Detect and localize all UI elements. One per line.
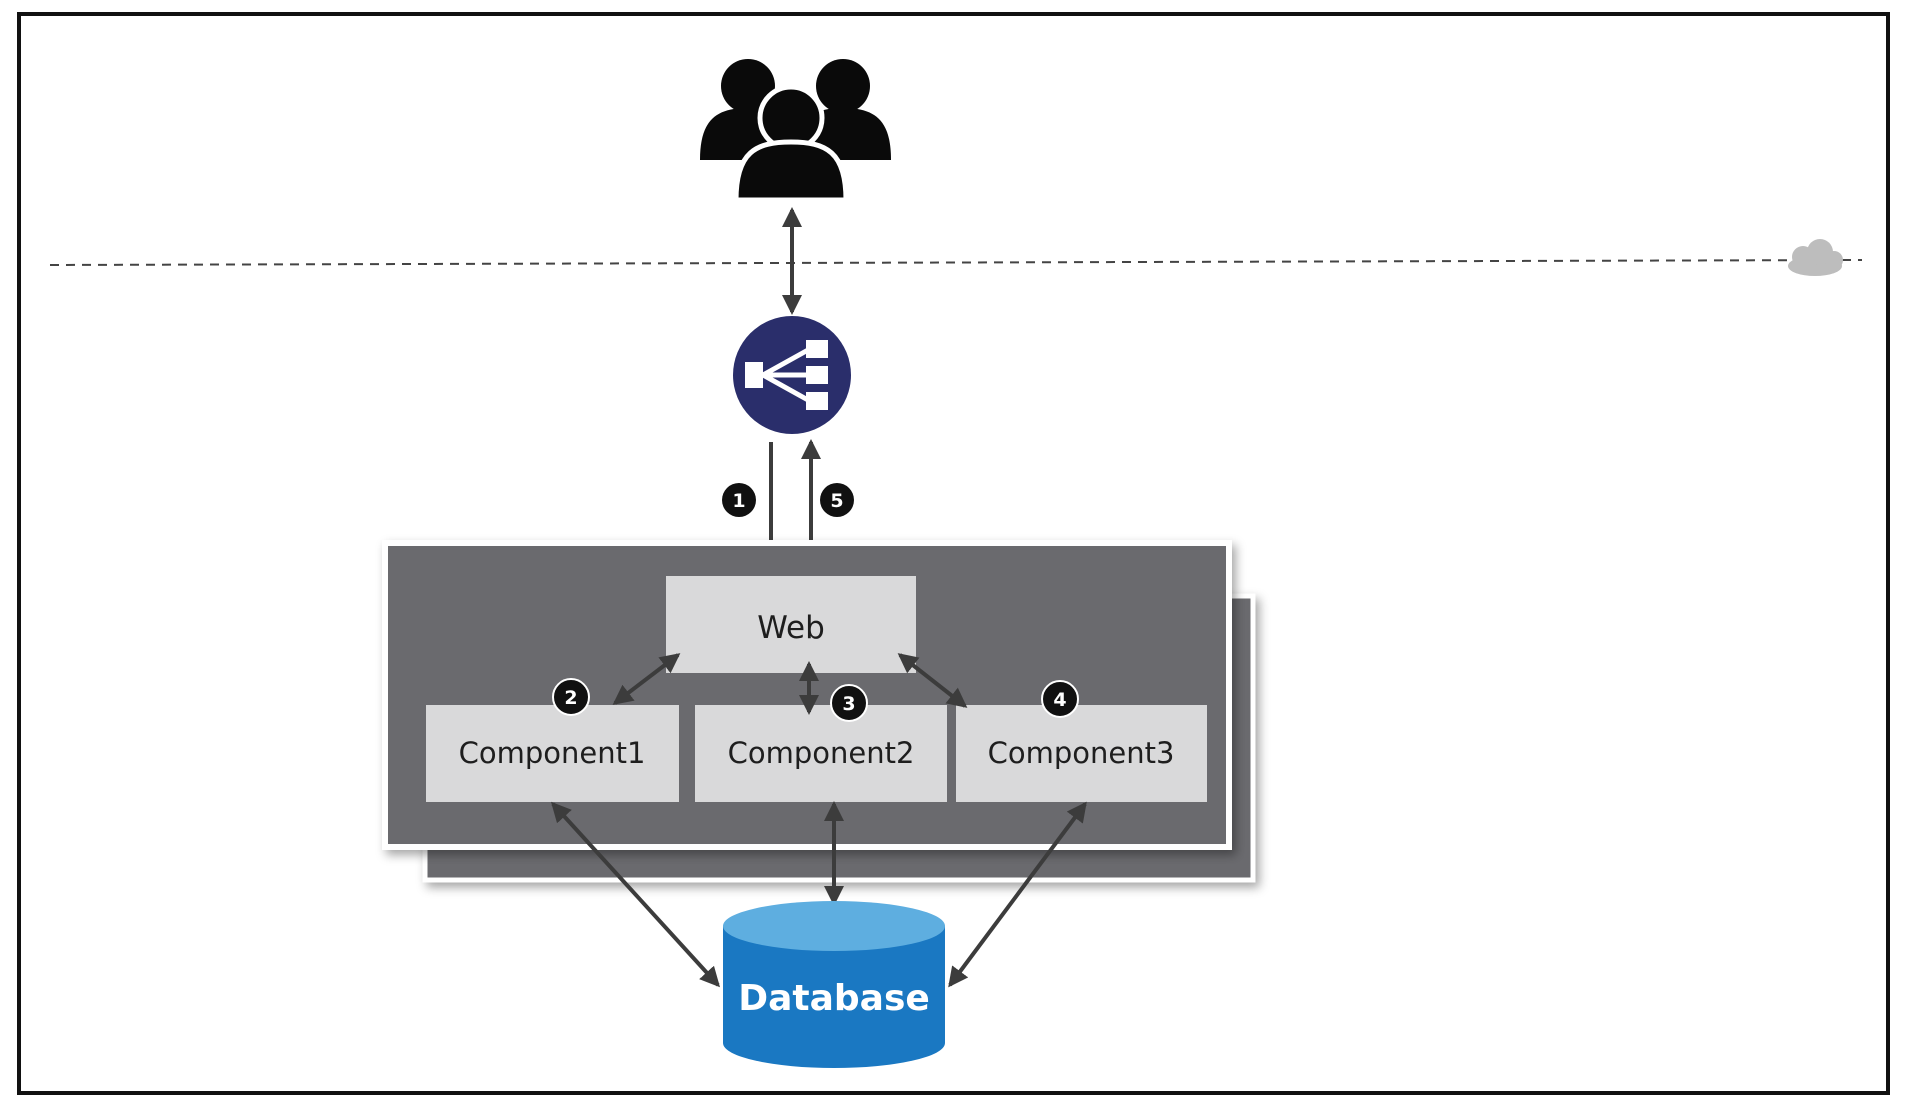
load-balancer-icon [733, 316, 851, 434]
boundary-dashed-line [49, 259, 1863, 266]
step-badge-4: 4 [1041, 680, 1079, 718]
step-badge-1: 1 [722, 483, 756, 517]
step-badge-3-label: 3 [842, 693, 855, 715]
step-badge-5-label: 5 [830, 490, 843, 512]
component2-node: Component2 [695, 705, 947, 802]
step-badge-2-label: 2 [564, 687, 577, 709]
users-group-icon [700, 59, 891, 203]
web-node: Web [666, 576, 916, 673]
component1-label: Component1 [459, 736, 646, 770]
component3-label: Component3 [988, 736, 1175, 770]
step-badge-4-label: 4 [1053, 689, 1066, 711]
web-label: Web [757, 610, 825, 646]
component1-db-arrow [550, 801, 721, 988]
component3-node: Component3 [956, 705, 1207, 802]
step-badge-3: 3 [830, 684, 868, 722]
step-badge-1-label: 1 [732, 490, 745, 512]
web-component1-arrow [612, 653, 681, 705]
database-label: Database [738, 978, 930, 1019]
database-node: Database [723, 901, 945, 1068]
step-badge-2: 2 [552, 678, 590, 716]
component2-label: Component2 [728, 736, 915, 770]
web-component3-arrow [897, 653, 968, 708]
component3-db-arrow [948, 801, 1087, 988]
step-badge-5: 5 [820, 483, 854, 517]
component1-node: Component1 [426, 705, 679, 802]
cloud-icon [1788, 239, 1843, 276]
